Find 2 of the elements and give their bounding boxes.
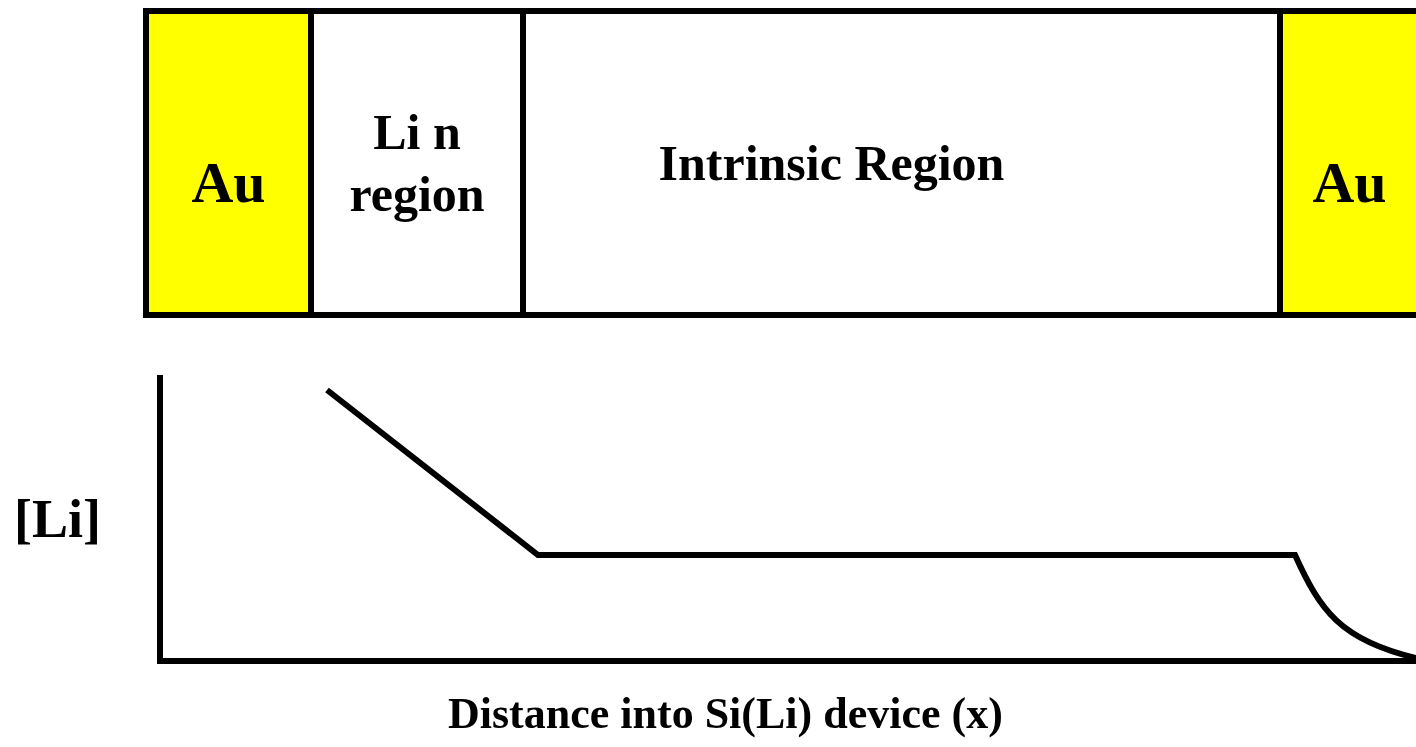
axis-label: Distance into Si(Li) device (x) — [448, 688, 1003, 739]
axis-label: [Li] — [14, 488, 101, 550]
